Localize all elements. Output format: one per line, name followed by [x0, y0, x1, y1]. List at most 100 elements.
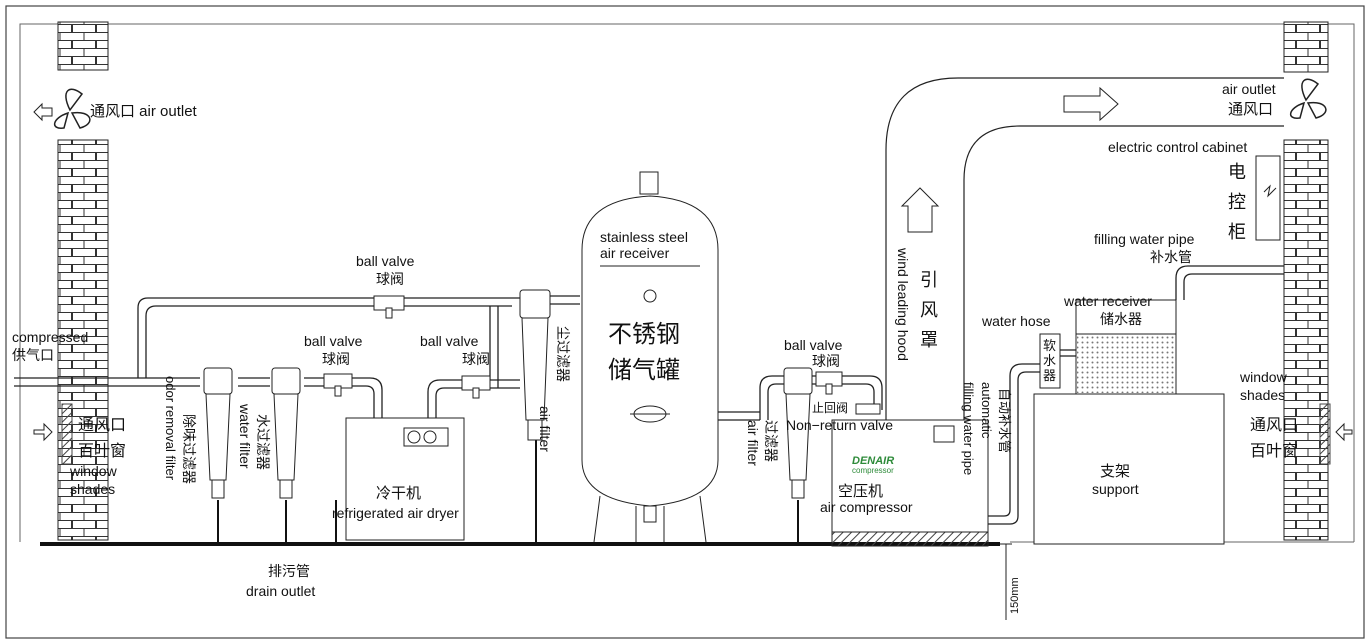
label-water-hose: water hose: [981, 313, 1051, 329]
label-wind-hood-en: wind leading hood: [895, 247, 911, 361]
label-support-en: support: [1092, 481, 1139, 497]
label-wind-hood-cn-2: 风: [920, 300, 938, 320]
label-auto-fill-en-2: filling water pipe: [961, 382, 976, 475]
label-filter-right-en: air filter: [745, 420, 761, 466]
label-dimension-150mm: 150mm: [1009, 577, 1021, 614]
label-auto-fill-en-1: automatic: [979, 382, 994, 439]
label-air-outlet-right-cn: 通风口: [1228, 101, 1273, 118]
label-drain-en: drain outlet: [246, 583, 315, 599]
label-water-filter-en: water filter: [237, 403, 253, 469]
label-electric-cabinet-cn-3: 柜: [1228, 222, 1246, 242]
label-filling-pipe-cn: 补水管: [1150, 249, 1192, 265]
label-check-valve-en: Non−return valve: [786, 417, 893, 433]
left-wall: [57, 21, 109, 541]
label-compressor-en: air compressor: [820, 499, 913, 515]
label-window-right: window: [1239, 369, 1288, 385]
label-dryer-en: refrigerated air dryer: [332, 505, 459, 521]
label-compressor-cn: 空压机: [838, 483, 883, 500]
fan-right-icon: [1290, 78, 1327, 119]
ball-valve-mid-icon: [461, 375, 491, 399]
label-electric-cabinet-cn-2: 控: [1228, 192, 1246, 212]
label-check-valve-cn: 止回阀: [812, 401, 848, 415]
label-filter-right-cn: 过滤器: [763, 420, 779, 462]
air-receiver-tank: [581, 171, 719, 543]
dust-filter: [519, 289, 551, 441]
duct-arrow-up-icon: [900, 187, 940, 233]
label-odor-en: odor removal filter: [163, 376, 178, 481]
label-water-receiver-en: water receiver: [1063, 293, 1152, 309]
label-shades-right: shades: [1240, 387, 1285, 403]
label-soft-pipe-cn-3: 器: [1043, 368, 1056, 383]
label-louver-right-cn: 百叶窗: [1250, 442, 1298, 460]
water-receiver: [1075, 299, 1177, 395]
louver-arrow-left-icon: [33, 422, 53, 442]
odor-removal-filter: [203, 367, 233, 499]
air-filter-right: [783, 367, 813, 499]
label-soft-pipe-cn-2: 水: [1043, 353, 1056, 368]
label-water-receiver-cn: 储水器: [1100, 311, 1142, 327]
compressor-brand: DENAIR: [852, 455, 894, 467]
label-air-outlet-left: 通风口 air outlet: [90, 103, 198, 120]
label-support-cn: 支架: [1100, 463, 1130, 480]
label-electric-cabinet-cn-1: 电: [1228, 162, 1246, 182]
label-dust-filter-cn: 尘过滤器: [555, 326, 571, 382]
duct-arrow-right-icon: [1063, 86, 1119, 122]
label-ball-valve-mid-en: ball valve: [420, 333, 479, 349]
ball-valve-right-icon: [815, 371, 843, 395]
label-supply-cn: 供气口: [12, 347, 54, 363]
fan-left-icon: [54, 88, 91, 129]
refrigerated-air-dryer: [345, 417, 465, 541]
label-ball-valve-mid-cn: 球阀: [462, 351, 490, 367]
drain-verticals: [217, 440, 799, 544]
label-vent-left-cn: 通风口: [78, 416, 126, 434]
electric-control-cabinet: [1255, 155, 1281, 241]
label-tank-cn-2: 储气罐: [608, 357, 680, 384]
label-ball-valve-right-en: ball valve: [784, 337, 843, 353]
label-soft-pipe-cn-1: 软: [1043, 338, 1056, 353]
label-wind-hood-cn-3: 罩: [920, 330, 938, 350]
label-shades-left: shades: [70, 481, 115, 497]
label-ball-valve-right-cn: 球阀: [812, 353, 840, 369]
lightning-icon: [1263, 184, 1277, 198]
air-compressor: [831, 419, 989, 547]
louver-arrow-right-icon: [1335, 422, 1353, 442]
ball-valve-left-icon: [323, 373, 353, 397]
label-odor-cn: 除味过滤器: [181, 414, 197, 484]
right-wall: [1283, 21, 1331, 541]
label-vent-right-cn: 通风口: [1250, 416, 1298, 434]
room-outline: [19, 23, 1355, 542]
label-ball-valve-top-en: ball valve: [356, 253, 415, 269]
label-dryer-cn: 冷干机: [376, 485, 421, 502]
dimension-150mm: [1000, 543, 1012, 620]
support-stand: [1033, 393, 1225, 545]
label-air-outlet-right-en: air outlet: [1222, 81, 1276, 97]
label-ball-valve-top-cn: 球阀: [376, 271, 404, 287]
label-ball-valve-left-cn: 球阀: [322, 351, 350, 367]
label-wind-hood-cn-1: 引: [920, 270, 938, 290]
ball-valve-top-icon: [373, 295, 405, 319]
label-water-filter-cn: 水过滤器: [255, 414, 271, 470]
label-auto-fill-cn: 自动补水管: [997, 388, 1012, 453]
label-dust-filter-en: air filter: [537, 406, 553, 452]
label-electric-cabinet-en: electric control cabinet: [1108, 139, 1247, 155]
label-louver-left-cn: 百叶窗: [78, 442, 126, 460]
diagram-frame: [5, 5, 1365, 639]
label-tank-en-2: air receiver: [600, 245, 670, 261]
label-window-left: window: [69, 463, 118, 479]
main-piping: [14, 265, 1284, 525]
check-valve-icon: [855, 403, 881, 415]
right-louver: [1319, 403, 1331, 465]
label-tank-cn-1: 不锈钢: [608, 321, 680, 348]
water-hose: [1039, 333, 1061, 389]
label-filling-pipe-en: filling water pipe: [1094, 231, 1195, 247]
label-ball-valve-left-en: ball valve: [304, 333, 363, 349]
vent-arrow-left-icon: [33, 102, 53, 122]
wind-leading-hood: [885, 77, 1284, 420]
left-louver: [61, 403, 73, 465]
label-tank-en-1: stainless steel: [600, 229, 688, 245]
water-filter: [271, 367, 301, 499]
label-compressed-en: compressed: [12, 329, 88, 345]
compressor-brand-sub: compressor: [852, 466, 894, 475]
label-drain-cn: 排污管: [268, 563, 310, 579]
